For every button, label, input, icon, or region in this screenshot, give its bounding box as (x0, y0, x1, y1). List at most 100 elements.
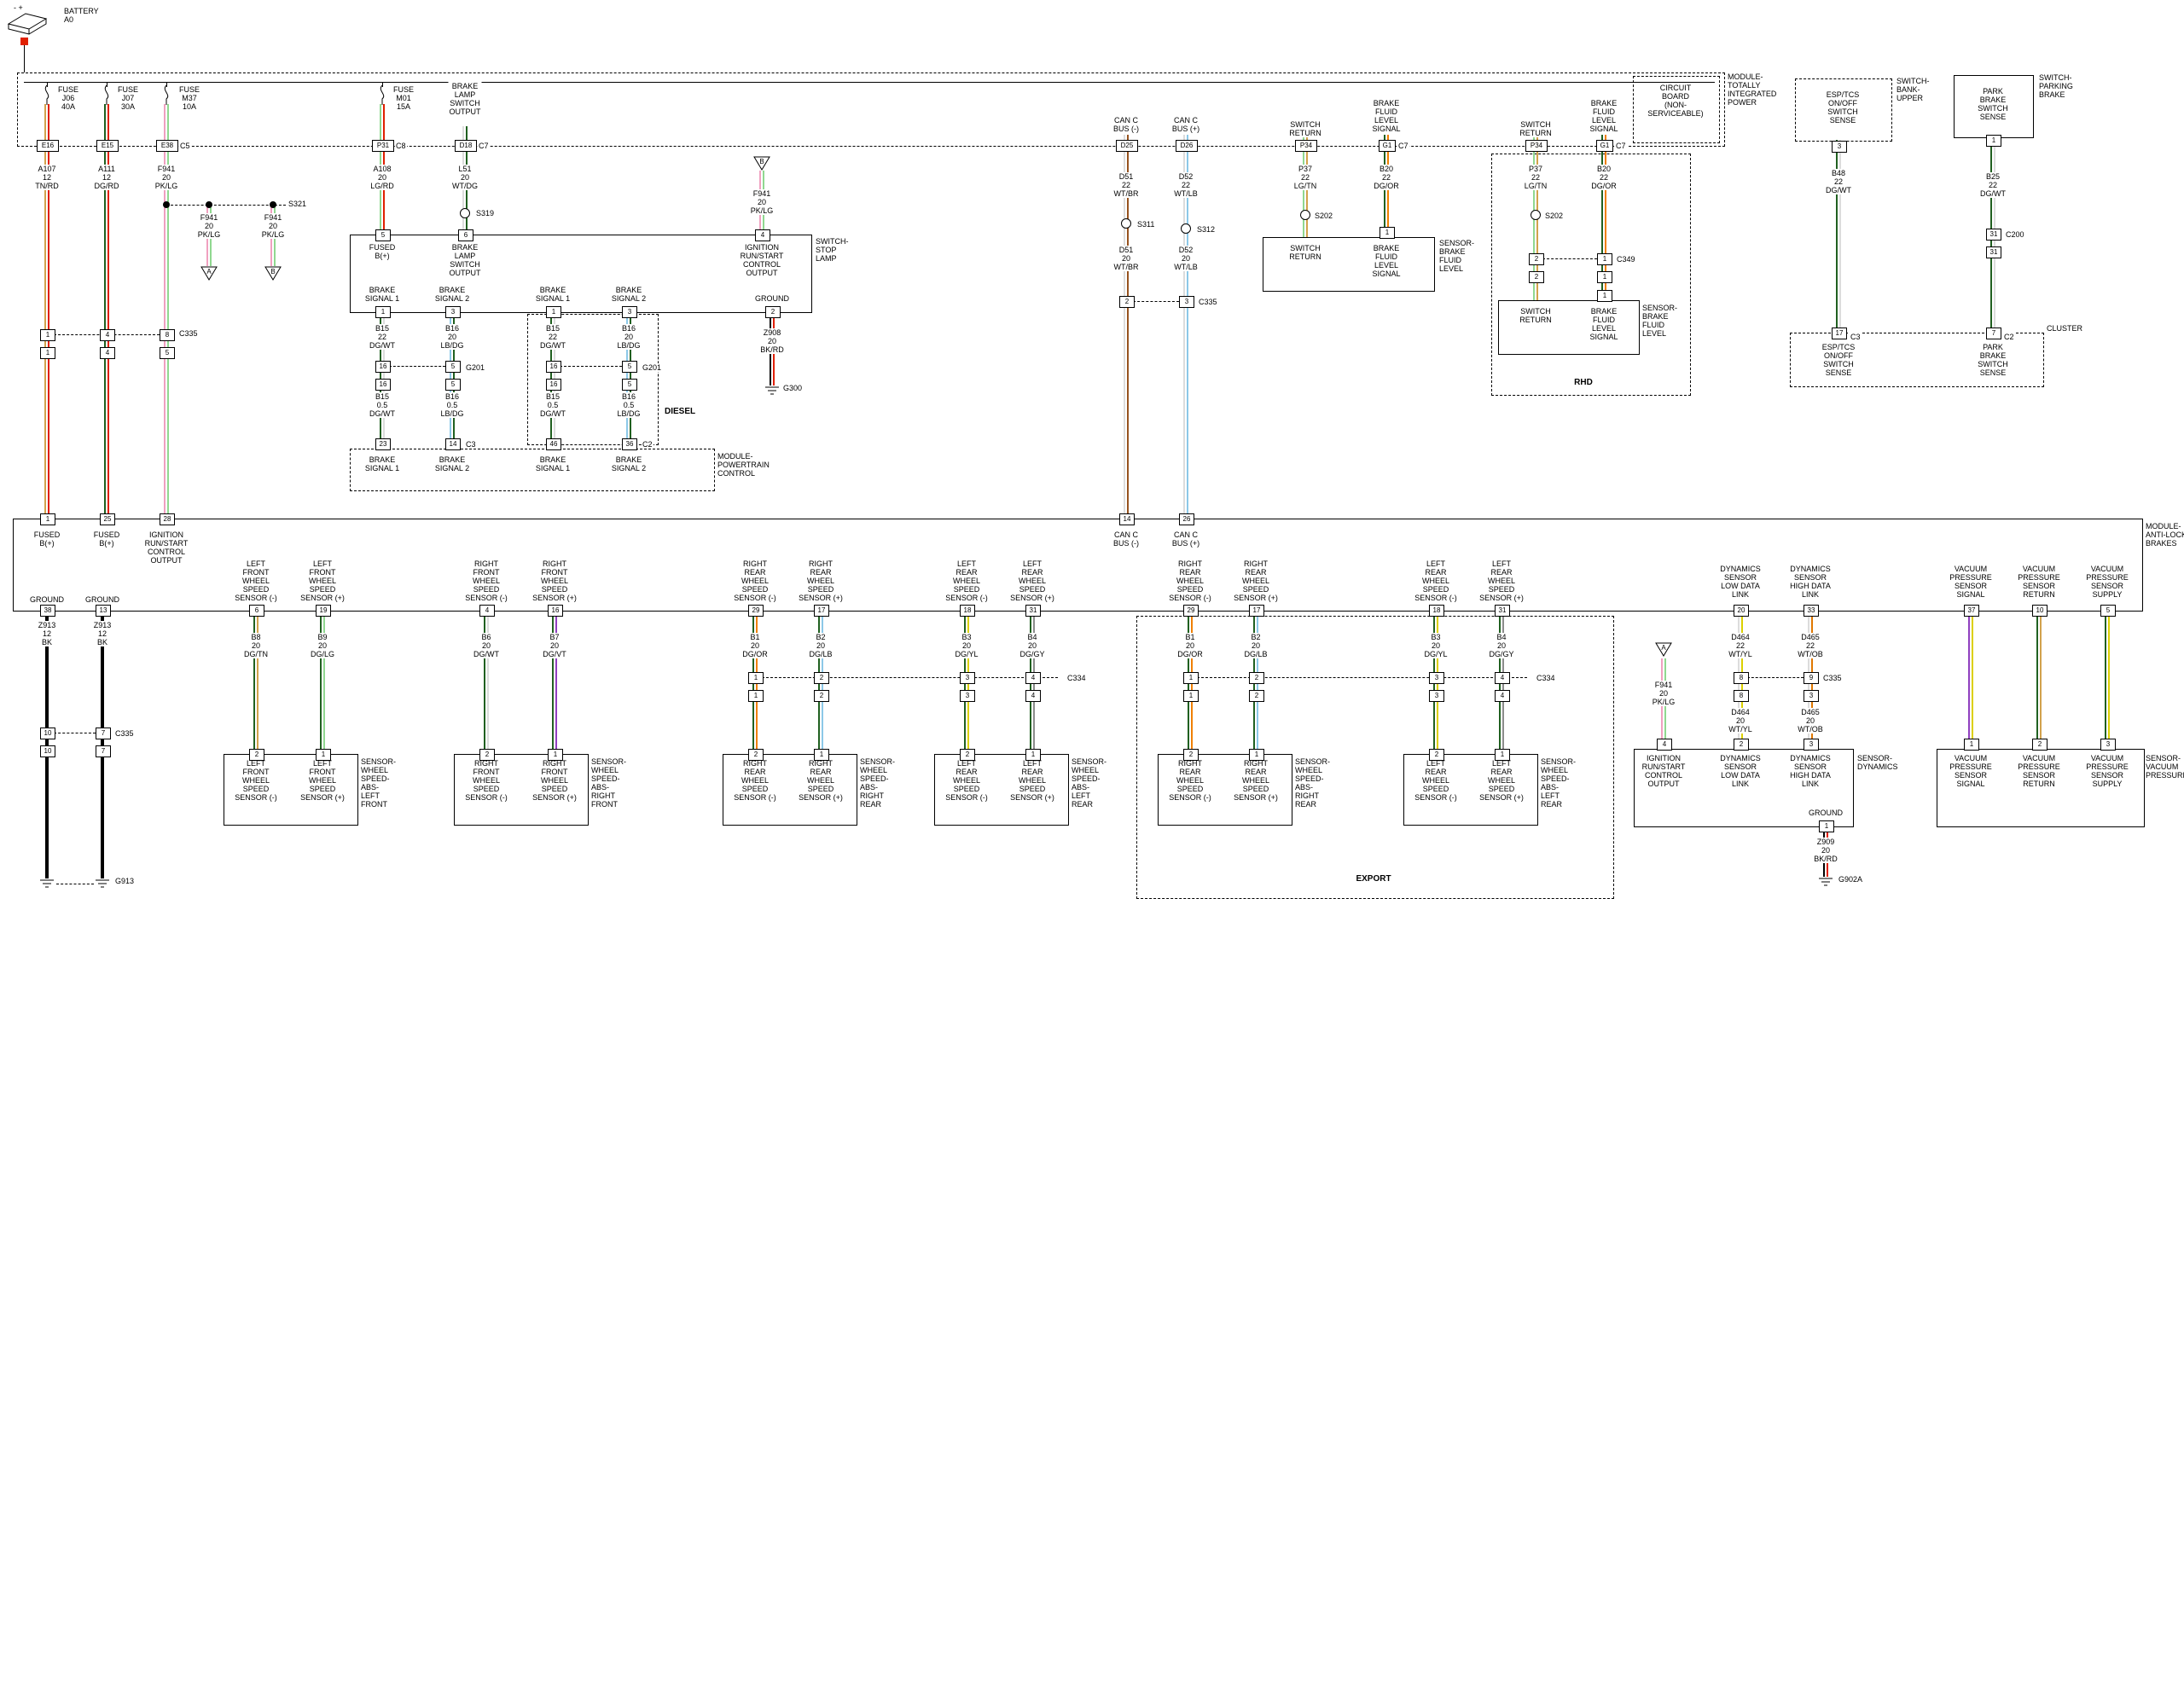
wire-b32 (1968, 610, 1973, 749)
label-c334: C334 (1536, 674, 1556, 682)
label-f941-20-pk-lg: F941 20 PK/LG (260, 213, 286, 239)
pin-4-33: 4 (100, 329, 115, 341)
circuit-board-non-serviceable (1633, 76, 1720, 143)
label-right-rear-wheel-speed-sensor-(-): RIGHT REAR WHEEL SPEED SENSOR (-) (1168, 759, 1212, 802)
label-ground: GROUND (84, 595, 120, 604)
label-left-front-wheel-speed-sensor-(+): LEFT FRONT WHEEL SPEED SENSOR (+) (299, 759, 346, 802)
pin-2-115: 2 (2032, 739, 2048, 751)
pin-23-27: 23 (375, 438, 391, 450)
label-brake-lamp-switch-output: BRAKE LAMP SWITCH OUTPUT (448, 82, 482, 116)
label-b15-22-dg-wt: B15 22 DG/WT (369, 324, 396, 350)
diesel-region (527, 314, 659, 445)
pin-1-46: 1 (1986, 135, 2001, 147)
pin-e16-0: E16 (37, 140, 59, 152)
pin-3-17: 3 (622, 306, 637, 318)
label-g300: G300 (782, 384, 804, 392)
pin-4-60: 4 (479, 605, 495, 617)
label-b16-20-lb-dg: B16 20 LB/DG (439, 324, 465, 350)
label-c7: C7 (1397, 142, 1409, 150)
label-dynamics-sensor-low-data-link: DYNAMICS SENSOR LOW DATA LINK (1719, 565, 1762, 599)
label-can-c-bus-(-): CAN C BUS (-) (1112, 116, 1140, 133)
label-dynamics-sensor-low-data-link: DYNAMICS SENSOR LOW DATA LINK (1719, 754, 1762, 788)
battery-label: BATTERY A0 (63, 7, 100, 24)
label-vacuum-pressure-sensor-signal: VACUUM PRESSURE SENSOR SIGNAL (1949, 754, 1993, 788)
pin-31-47: 31 (1986, 229, 2001, 241)
label-b20-22-dg-or: B20 22 DG/OR (1590, 165, 1618, 190)
pin-8-35: 8 (160, 329, 175, 341)
wire-a107 (44, 104, 49, 515)
label-left-rear-wheel-speed-sensor-(+): LEFT REAR WHEEL SPEED SENSOR (+) (1009, 759, 1055, 802)
label-p37-22-lg-tn: P37 22 LG/TN (1523, 165, 1548, 190)
label-d464-22-wt-yl: D464 22 WT/YL (1728, 633, 1753, 658)
label-c335: C335 (178, 329, 199, 338)
sensor-wheel-speed-abs-right-front (454, 754, 589, 826)
label-vacuum-pressure-sensor-supply: VACUUM PRESSURE SENSOR SUPPLY (2085, 754, 2129, 788)
splice-ring-3 (460, 208, 470, 218)
offpage-connector-b-icon-1: B (264, 266, 282, 285)
label-cluster: CLUSTER (2046, 324, 2084, 333)
pin-5-74: 5 (2100, 605, 2116, 617)
label-right-rear-wheel-speed-sensor-(+): RIGHT REAR WHEEL SPEED SENSOR (+) (1233, 559, 1279, 602)
label-sensor--wheel-speed--abs--right-front: SENSOR- WHEEL SPEED- ABS- RIGHT FRONT (590, 757, 628, 809)
pin-p34-7: P34 (1295, 140, 1317, 152)
pin-d26-6: D26 (1176, 140, 1198, 152)
offpage-connector-a-icon-3: A (1654, 642, 1673, 661)
wire-b20-rhd (1601, 135, 1606, 300)
label-fuse-m01-15a: FUSE M01 15A (392, 85, 415, 111)
label-brake-signal-2: BRAKE SIGNAL 2 (610, 286, 648, 303)
label-park-brake-switch-sense: PARK BRAKE SWITCH SENSE (1977, 343, 2009, 377)
label-d465-22-wt-ob: D465 22 WT/OB (1797, 633, 1824, 658)
label-right-rear-wheel-speed-sensor-(+): RIGHT REAR WHEEL SPEED SENSOR (+) (798, 759, 844, 802)
label-b20-22-dg-or: B20 22 DG/OR (1373, 165, 1400, 190)
sensor-wheel-speed-abs-right-rear-export (1158, 754, 1292, 826)
label-b16-0-5-lb-dg: B16 0.5 LB/DG (616, 392, 642, 418)
pin-5-25: 5 (622, 361, 637, 373)
label-z913-12-bk: Z913 12 BK (92, 621, 113, 646)
pin-14-28: 14 (445, 438, 461, 450)
pin-46-29: 46 (546, 438, 561, 450)
pin-2-103: 2 (748, 749, 764, 761)
pin-1-32: 1 (40, 347, 55, 359)
pin-1-31: 1 (40, 329, 55, 341)
pin-10-76: 10 (40, 745, 55, 757)
label-brake-lamp-switch-output: BRAKE LAMP SWITCH OUTPUT (448, 243, 482, 277)
ground-icon-2 (762, 386, 782, 402)
pin-7-77: 7 (96, 728, 111, 739)
label-b48-22-dg-wt: B48 22 DG/WT (1825, 169, 1852, 194)
label-right-rear-wheel-speed-sensor-(-): RIGHT REAR WHEEL SPEED SENSOR (-) (1168, 559, 1212, 602)
label-brake-signal-2: BRAKE SIGNAL 2 (433, 455, 471, 472)
label-left-rear-wheel-speed-sensor-(-): LEFT REAR WHEEL SPEED SENSOR (-) (944, 559, 989, 602)
pin-g1-8: G1 (1379, 140, 1396, 152)
module-anti-lock-brakes (13, 519, 2143, 612)
label-l51-20-wt-dg: L51 20 WT/DG (451, 165, 479, 190)
label-switch--stop-lamp: SWITCH- STOP LAMP (815, 237, 850, 263)
label-dynamics-sensor-high-data-link: DYNAMICS SENSOR HIGH DATA LINK (1789, 565, 1832, 599)
label-d464-20-wt-yl: D464 20 WT/YL (1728, 708, 1753, 733)
label-left-rear-wheel-speed-sensor-(+): LEFT REAR WHEEL SPEED SENSOR (+) (1478, 759, 1525, 802)
abs-module-label: MODULE- ANTI-LOCK BRAKES (2145, 522, 2184, 548)
splice-dot-0 (163, 201, 170, 208)
pin-31-48: 31 (1986, 246, 2001, 258)
label-s321: S321 (288, 200, 308, 208)
label-left-rear-wheel-speed-sensor-(-): LEFT REAR WHEEL SPEED SENSOR (-) (1414, 759, 1458, 802)
label-c8: C8 (395, 142, 407, 150)
pin-38-56: 38 (40, 605, 55, 617)
label-d51-22-wt-br: D51 22 WT/BR (1112, 172, 1140, 198)
pin-6-58: 6 (249, 605, 264, 617)
battery-icon: - + (2, 0, 55, 43)
label-d51-20-wt-br: D51 20 WT/BR (1112, 246, 1140, 271)
pin-2-81: 2 (814, 672, 829, 684)
module-powertrain-control (350, 449, 715, 491)
label-s202: S202 (1544, 212, 1565, 220)
pin-13-57: 13 (96, 605, 111, 617)
label-park-brake-switch-sense: PARK BRAKE SWITCH SENSE (1977, 87, 2009, 121)
pin-16-19: 16 (375, 361, 391, 373)
label-a108-20-lg-rd: A108 20 LG/RD (369, 165, 395, 190)
splice-dot-2 (270, 201, 276, 208)
label-sensor--dynamics: SENSOR- DYNAMICS (1856, 754, 1899, 771)
label-g902a: G902A (1838, 875, 1864, 884)
label-sensor--wheel-speed--abs--left-front: SENSOR- WHEEL SPEED- ABS- LEFT FRONT (360, 757, 398, 809)
pin-g1-10: G1 (1596, 140, 1613, 152)
label-fused-b(+): FUSED B(+) (92, 530, 121, 548)
fuse-icon-0 (41, 84, 53, 110)
